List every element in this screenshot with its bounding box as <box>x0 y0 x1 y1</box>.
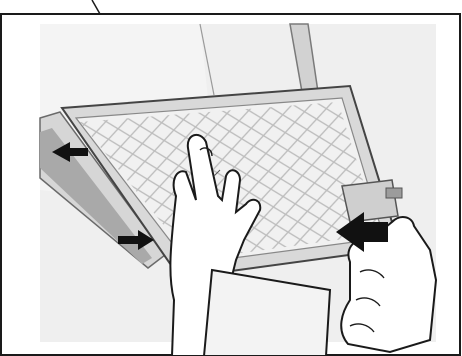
latch-knob <box>386 188 402 198</box>
filter-latch <box>342 180 398 222</box>
callout-line <box>92 0 100 14</box>
